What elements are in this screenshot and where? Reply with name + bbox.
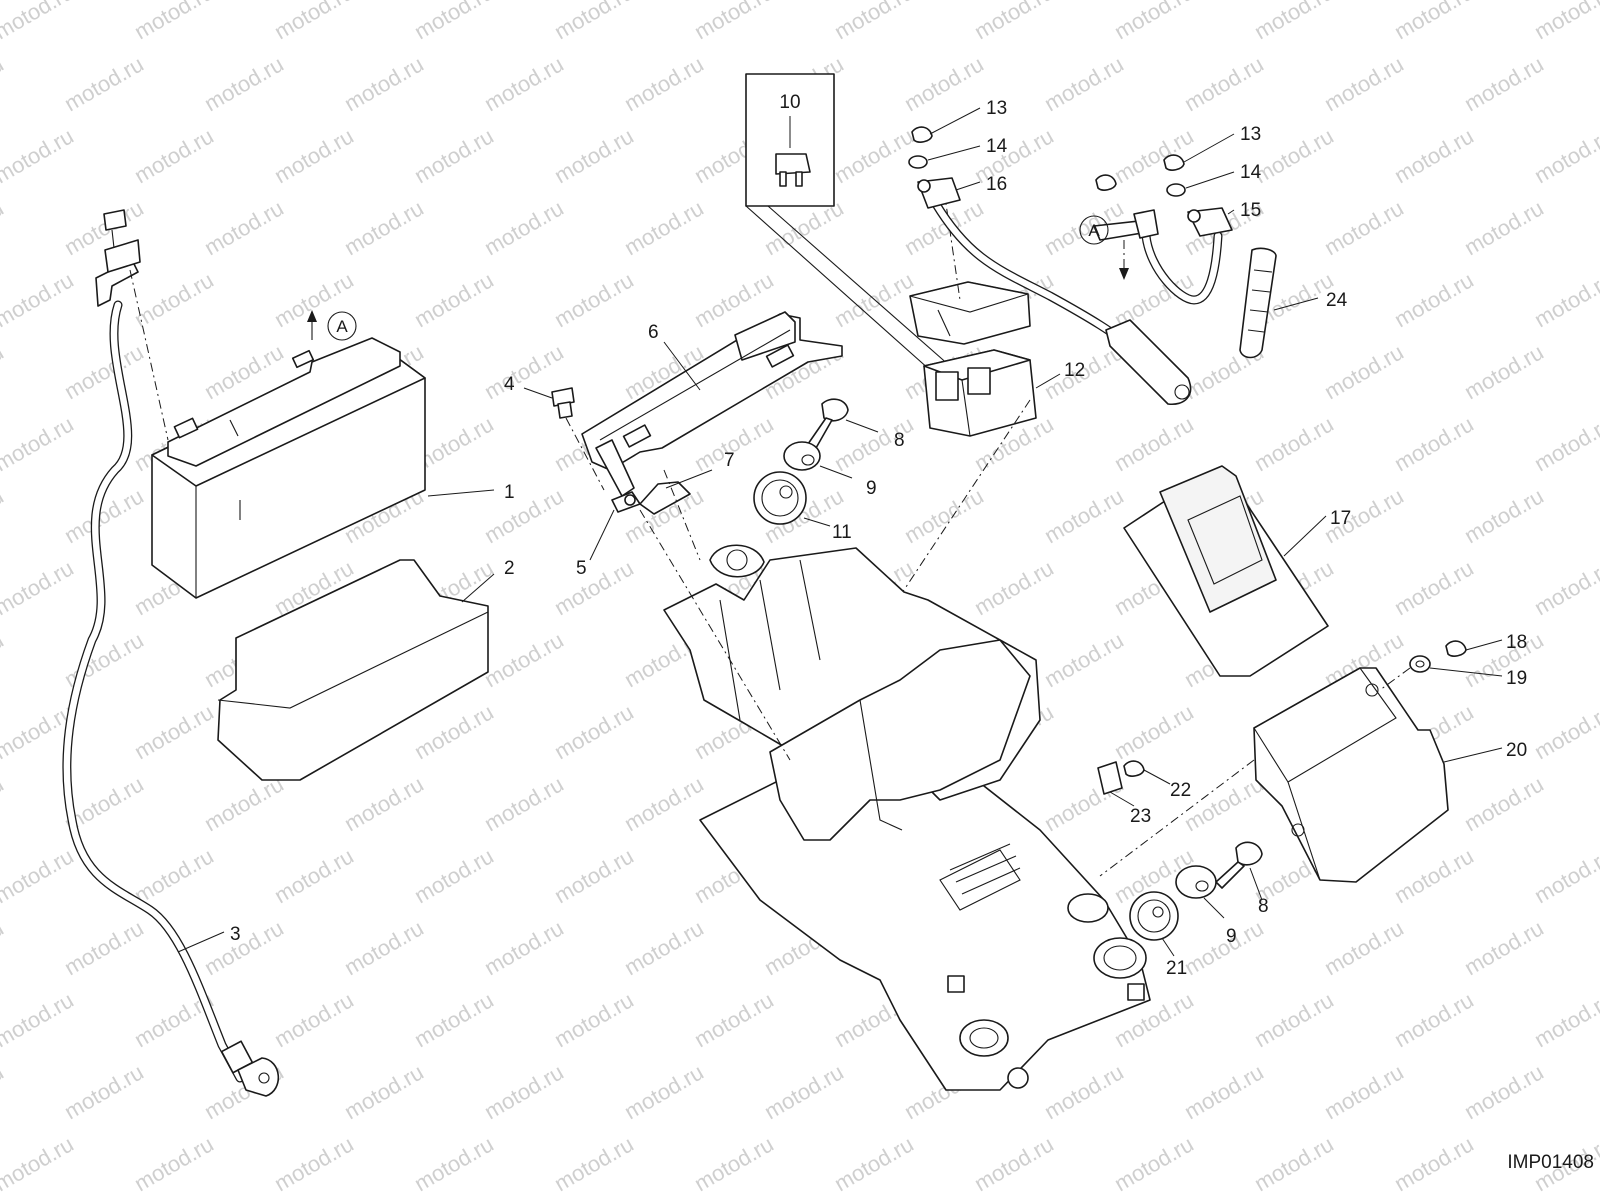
ground-cable-part-3 bbox=[62, 209, 280, 1097]
reference-marker-a-battery: A bbox=[327, 311, 357, 341]
cable-part-16 bbox=[917, 177, 1192, 405]
grommet-part-11 bbox=[753, 471, 807, 525]
callout-13-left: 13 bbox=[986, 98, 1007, 119]
assembly-line bbox=[1099, 759, 1255, 877]
grommet-part-21 bbox=[1129, 891, 1179, 941]
callout-22: 22 bbox=[1170, 780, 1191, 801]
washer-part-14-right bbox=[1166, 183, 1186, 197]
washer-part-14-left bbox=[908, 155, 928, 169]
assembly-line bbox=[1379, 667, 1411, 691]
drawing-code: IMP01408 bbox=[1507, 1152, 1594, 1173]
battery-part-1 bbox=[151, 310, 426, 599]
arrow-up-icon bbox=[307, 310, 317, 322]
callout-17: 17 bbox=[1330, 508, 1351, 529]
battery-tray-main bbox=[639, 469, 1151, 1091]
fuse-inset-part-10: 10 bbox=[745, 73, 951, 371]
callout-8-lower: 8 bbox=[1258, 896, 1269, 917]
callout-23: 23 bbox=[1130, 806, 1151, 827]
callout-labels: 1 2 3 4 5 6 7 8 8 9 9 11 12 13 13 14 14 … bbox=[230, 98, 1527, 979]
callout-6: 6 bbox=[648, 322, 659, 343]
reference-marker-label: A bbox=[1088, 221, 1100, 240]
callout-14-right: 14 bbox=[1240, 162, 1262, 183]
sleeve-part-24 bbox=[1239, 247, 1277, 359]
screw-part-22 bbox=[1123, 760, 1145, 777]
screw-part-8-lower bbox=[1215, 841, 1263, 889]
relay-part-12 bbox=[899, 189, 1037, 597]
callout-18: 18 bbox=[1506, 632, 1527, 653]
callout-5: 5 bbox=[576, 558, 587, 579]
washer-part-9-lower bbox=[1175, 865, 1217, 899]
reference-marker-a-cable: A bbox=[1079, 215, 1109, 245]
callout-14-left: 14 bbox=[986, 136, 1008, 157]
callout-3: 3 bbox=[230, 924, 241, 945]
rubber-part-7 bbox=[639, 481, 691, 515]
callout-20: 20 bbox=[1506, 740, 1527, 761]
inset-label: 10 bbox=[779, 92, 800, 113]
callout-7: 7 bbox=[724, 450, 735, 471]
callout-11: 11 bbox=[832, 522, 852, 543]
ecu-part-20 bbox=[1253, 667, 1449, 883]
callout-19: 19 bbox=[1506, 668, 1527, 689]
callout-2: 2 bbox=[504, 558, 515, 579]
reference-marker-label: A bbox=[336, 317, 348, 336]
washer-part-9-upper bbox=[783, 441, 821, 471]
callout-1: 1 bbox=[504, 482, 515, 503]
callout-8-upper: 8 bbox=[894, 430, 905, 451]
clip-part-23 bbox=[1097, 761, 1123, 795]
callout-21: 21 bbox=[1166, 958, 1187, 979]
callout-13-right: 13 bbox=[1240, 124, 1261, 145]
bracket-part-6 bbox=[581, 311, 843, 497]
screw-part-13-left bbox=[911, 126, 933, 143]
arrow-down-icon bbox=[1119, 268, 1129, 280]
cover-part-17 bbox=[1123, 465, 1329, 677]
screw-part-13-right bbox=[1163, 154, 1185, 171]
callout-leaders bbox=[177, 107, 1503, 957]
callout-16: 16 bbox=[986, 174, 1007, 195]
callout-15: 15 bbox=[1240, 200, 1261, 221]
callout-4: 4 bbox=[504, 374, 515, 395]
screw-part-18 bbox=[1445, 640, 1467, 657]
callout-9-lower: 9 bbox=[1226, 926, 1237, 947]
washer-part-19 bbox=[1409, 655, 1431, 673]
callout-9-upper: 9 bbox=[866, 478, 877, 499]
screw-part-4 bbox=[551, 387, 605, 491]
callout-24: 24 bbox=[1326, 290, 1348, 311]
battery-pad-part-2 bbox=[217, 559, 489, 781]
callout-12: 12 bbox=[1064, 360, 1085, 381]
